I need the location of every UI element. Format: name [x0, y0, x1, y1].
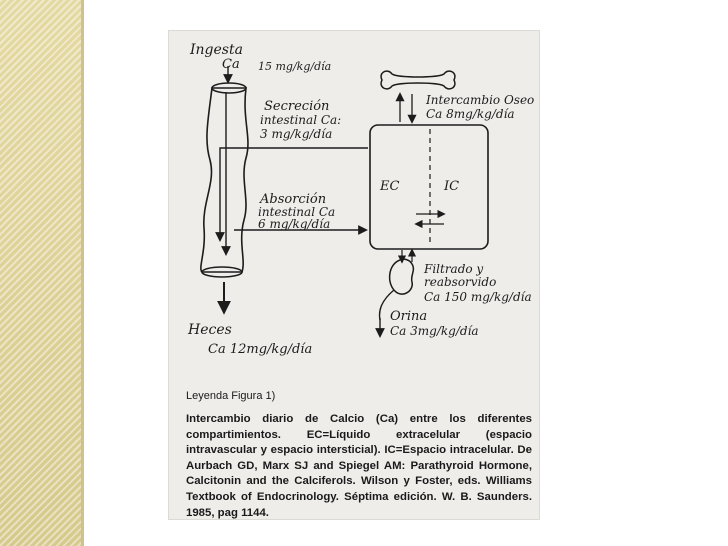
- intercambio-line2: Ca 8mg/kg/día: [426, 107, 515, 121]
- secrecion-line2: intestinal Ca:: [260, 113, 341, 127]
- ingesta-label: Ingesta: [189, 42, 243, 58]
- decorative-side-band: [0, 0, 81, 546]
- ingesta-value: 15 mg/kg/día: [258, 60, 331, 73]
- heces-line1: Heces: [187, 322, 232, 338]
- figure-caption: Leyenda Figura 1) Intercambio diario de …: [186, 390, 532, 521]
- filtrado-line3: Ca 150 mg/kg/día: [424, 290, 532, 304]
- heces-line2: Ca 12mg/kg/día: [208, 342, 312, 357]
- secrecion-line1: Secreción: [264, 99, 329, 114]
- filtrado-line2: reabsorvido: [424, 275, 496, 289]
- absorcion-line3: 6 mg/kg/día: [258, 217, 330, 231]
- kidney-shape: [390, 259, 414, 294]
- ic-label: IC: [443, 179, 459, 194]
- bone-shape: [381, 71, 455, 89]
- secrecion-line3: 3 mg/kg/día: [260, 127, 332, 141]
- legend-title: Leyenda Figura 1): [186, 390, 532, 402]
- intercambio-line1: Intercambio Oseo: [425, 93, 534, 107]
- calcium-exchange-diagram: Ingesta Ca 15 mg/kg/día Secreción intest…: [168, 30, 540, 370]
- intestine-tube: [201, 88, 248, 272]
- side-band-edge: [81, 0, 84, 546]
- orina-line2: Ca 3mg/kg/día: [390, 324, 479, 338]
- filtrado-line1: Filtrado y: [423, 262, 483, 276]
- ingesta-ca-label: Ca: [222, 57, 240, 72]
- legend-text: Intercambio diario de Calcio (Ca) entre …: [186, 412, 532, 521]
- ec-label: EC: [379, 179, 399, 194]
- orina-line1: Orina: [390, 309, 427, 324]
